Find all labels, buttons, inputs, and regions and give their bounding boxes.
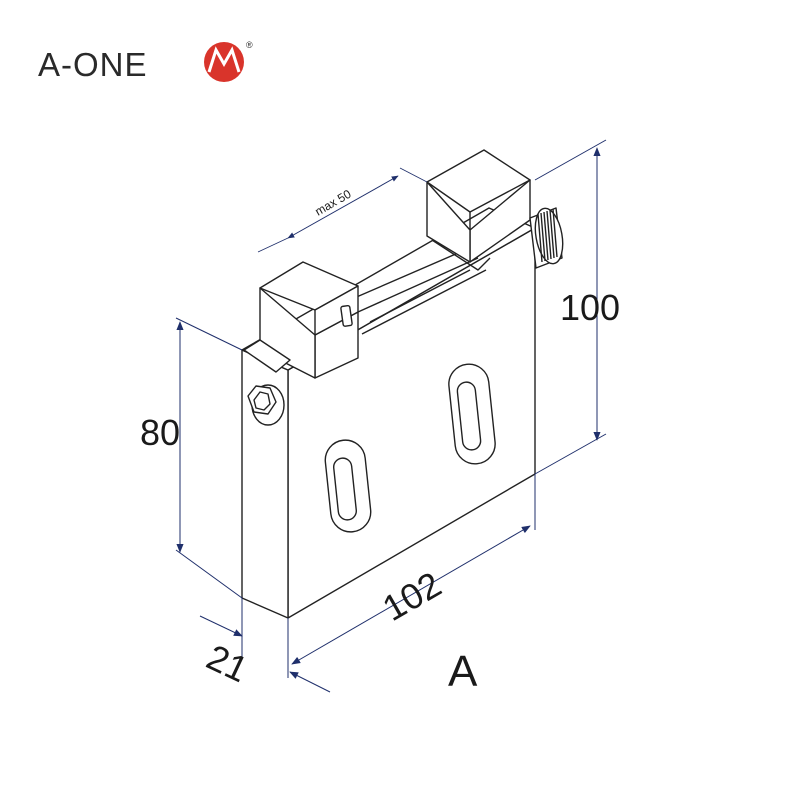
dim-height-front-label: 80 (140, 412, 180, 453)
dim-width-line (291, 525, 531, 665)
right-jaw-top (426, 149, 531, 213)
right-jaw-side (426, 181, 471, 263)
slot-right (448, 363, 496, 465)
hex-bolt (247, 384, 285, 426)
dim-depth-label: 21 (201, 636, 255, 690)
dim-height-total-label: 100 (560, 287, 620, 328)
brand-emblem-icon (204, 42, 244, 82)
slot-left (324, 439, 372, 533)
brand-logo: A-ONE ® (38, 40, 253, 83)
dim-opening-line (287, 175, 399, 239)
registered-mark: ® (246, 40, 253, 50)
figure-label: A (448, 647, 478, 696)
brand-name: A-ONE (38, 46, 148, 83)
dim-opening-label: max 50 (313, 187, 354, 219)
dim-width-label: 102 (376, 563, 449, 629)
dimension-lines (175, 139, 607, 693)
vise-body (241, 149, 564, 619)
threaded-stud (529, 207, 564, 269)
